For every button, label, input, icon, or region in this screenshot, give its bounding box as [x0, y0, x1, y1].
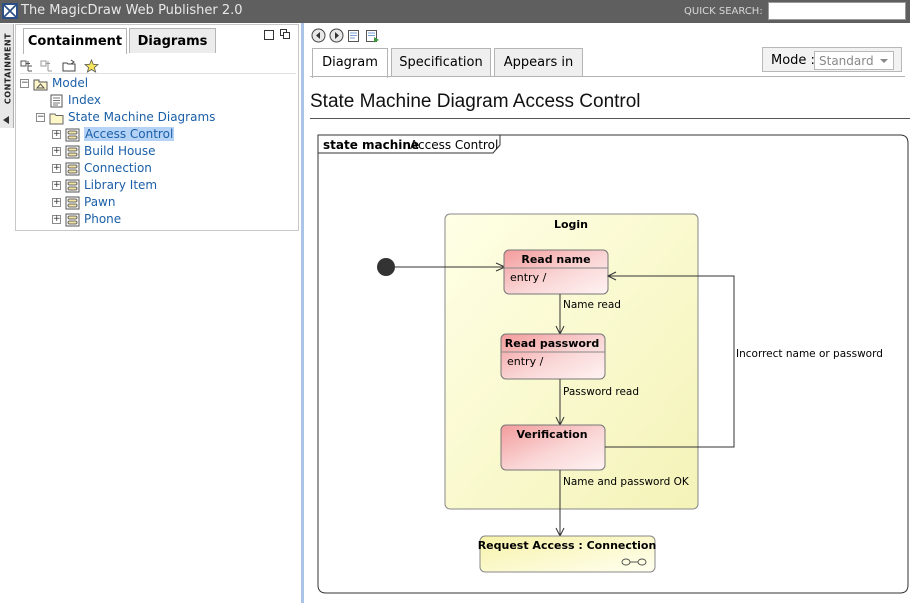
tree-item-phone[interactable]: + Phone	[16, 212, 298, 229]
tree-item-label[interactable]: Pawn	[84, 195, 116, 209]
containment-panel: Containment Diagrams − Model	[15, 24, 299, 231]
state-name: Verification	[516, 428, 587, 441]
state-machine-diagram: state machine Access Control Login Read …	[317, 134, 909, 594]
document-icon	[50, 94, 63, 108]
tab-diagrams[interactable]: Diagrams	[129, 28, 216, 53]
back-icon[interactable]	[311, 28, 326, 43]
mode-selected-value: Standard	[819, 54, 874, 68]
tree-item-label[interactable]: Model	[52, 76, 89, 90]
tree-item-label[interactable]: State Machine Diagrams	[68, 110, 216, 124]
state-machine-icon	[65, 128, 80, 142]
expand-toggle-icon[interactable]: +	[52, 214, 61, 224]
state-entry: entry /	[507, 355, 544, 368]
transition-incorrect: Incorrect name or password	[605, 271, 883, 448]
collapse-all-icon[interactable]	[40, 59, 55, 73]
expand-toggle-icon[interactable]: +	[52, 197, 61, 207]
expand-toggle-icon[interactable]: +	[52, 129, 61, 139]
mode-label: Mode :	[771, 53, 815, 68]
state-verification[interactable]: Verification	[500, 424, 606, 471]
app-title: The MagicDraw Web Publisher 2.0	[21, 3, 243, 18]
submachine-state-request-access[interactable]: Request Access : Connection	[478, 535, 657, 573]
side-tab-label: CONTAINMENT	[3, 32, 13, 105]
tree-item-pawn[interactable]: + Pawn	[16, 195, 298, 212]
state-machine-icon	[65, 162, 80, 176]
transition-password-read: Password read	[555, 379, 639, 427]
expand-toggle-icon[interactable]: +	[52, 180, 61, 190]
collapse-toggle-icon[interactable]: −	[20, 78, 29, 88]
collapse-arrow-icon[interactable]	[3, 116, 9, 124]
tree-item-model[interactable]: − Model	[16, 76, 298, 93]
tree-item-label[interactable]: Phone	[84, 212, 122, 226]
tab-containment[interactable]: Containment	[23, 28, 127, 54]
tree-item-state-machine-diagrams[interactable]: − State Machine Diagrams	[16, 110, 298, 127]
state-name: Read name	[521, 253, 590, 266]
quick-search-label: QUICK SEARCH:	[684, 6, 763, 17]
tab-underline	[310, 76, 905, 77]
state-machine-icon	[65, 196, 80, 210]
left-tab-bar: Containment Diagrams	[16, 25, 298, 54]
transition-label: Password read	[563, 386, 639, 398]
export-icon[interactable]	[365, 28, 380, 43]
tree-item-label[interactable]: Library Item	[84, 178, 158, 192]
favorite-star-icon[interactable]	[84, 59, 99, 73]
submachine-state-name: Request Access : Connection	[478, 539, 657, 552]
state-read-password[interactable]: Read password entry /	[500, 333, 606, 380]
containment-side-tab[interactable]: CONTAINMENT	[0, 24, 14, 128]
state-read-name[interactable]: Read name entry /	[503, 249, 609, 295]
expand-all-icon[interactable]	[20, 59, 35, 73]
tree-item-index[interactable]: Index	[16, 93, 298, 110]
state-entry: entry /	[510, 271, 547, 284]
tree-item-label[interactable]: Build House	[84, 144, 156, 158]
tree-item-connection[interactable]: + Connection	[16, 161, 298, 178]
forward-icon[interactable]	[329, 28, 344, 43]
expand-toggle-icon[interactable]: +	[52, 146, 61, 156]
tree-item-label[interactable]: Connection	[84, 161, 152, 175]
page-title: State Machine Diagram Access Control	[310, 91, 641, 112]
package-icon	[33, 79, 48, 91]
tree-item-label[interactable]: Access Control	[84, 127, 175, 141]
title-bar: The MagicDraw Web Publisher 2.0 QUICK SE…	[0, 0, 910, 23]
tab-diagram[interactable]: Diagram	[312, 48, 388, 78]
collapse-toggle-icon[interactable]: −	[36, 112, 45, 122]
tree-item-build-house[interactable]: + Build House	[16, 144, 298, 161]
panel-splitter[interactable]	[301, 23, 304, 603]
transition-label: Incorrect name or password	[736, 348, 883, 360]
expand-toggle-icon[interactable]: +	[52, 163, 61, 173]
initial-node[interactable]	[377, 258, 395, 276]
chevron-down-icon	[880, 59, 888, 63]
state-machine-icon	[65, 145, 80, 159]
content-panel: Diagram Specification Appears in Mode : …	[305, 23, 910, 603]
tab-appears-in[interactable]: Appears in	[494, 48, 583, 77]
restore-icon-back	[283, 32, 290, 39]
frame-name: Access Control	[410, 138, 498, 152]
transition-label: Name and password OK	[563, 476, 690, 488]
state-machine-icon	[65, 213, 80, 227]
submachine-link-icon	[621, 558, 647, 566]
tree-item-library-item[interactable]: + Library Item	[16, 178, 298, 195]
mode-dropdown[interactable]: Standard	[814, 51, 894, 70]
tree-item-label[interactable]: Index	[68, 93, 102, 107]
open-folder-icon[interactable]	[62, 59, 77, 73]
frame-keyword: state machine	[323, 138, 419, 152]
folder-icon	[49, 113, 64, 125]
state-name: Read password	[505, 337, 599, 350]
preview-icon[interactable]	[347, 28, 362, 43]
title-divider	[310, 118, 910, 119]
transition-label: Name read	[563, 299, 621, 311]
state-machine-icon	[65, 179, 80, 193]
tree-toolbar	[20, 58, 296, 74]
tab-specification[interactable]: Specification	[391, 48, 491, 77]
tree-item-access-control[interactable]: + Access Control	[16, 127, 298, 144]
app-logo-icon	[2, 3, 18, 19]
quick-search-input[interactable]	[768, 2, 906, 20]
mode-selector: Mode : Standard	[762, 47, 902, 72]
composite-state-name: Login	[554, 218, 588, 231]
minimize-icon[interactable]	[264, 30, 274, 40]
